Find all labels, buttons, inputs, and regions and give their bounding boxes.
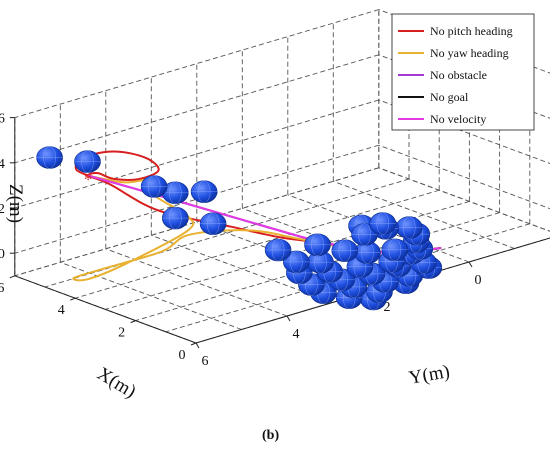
x-tick-label: 0 (179, 348, 186, 363)
y-tick-label: 4 (293, 327, 300, 342)
y-tick-label: 6 (202, 354, 209, 369)
obstacle-sphere (140, 175, 168, 198)
x-tick (190, 342, 197, 346)
y-tick (195, 342, 200, 349)
axes-grid (14, 9, 550, 344)
y-tick (468, 261, 473, 268)
obstacle-sphere (282, 250, 310, 274)
obstacle-sphere (162, 206, 189, 230)
legend-label: No velocity (430, 112, 486, 126)
z-tick-label: 6 (0, 112, 5, 127)
obstacle-sphere (351, 223, 378, 246)
x-tick (9, 275, 15, 279)
grid-line (14, 167, 379, 277)
obstacle-sphere (190, 180, 218, 203)
z-tick-label: 2 (0, 202, 5, 217)
start-marker: * (84, 170, 93, 189)
obstacle-sphere (304, 233, 331, 257)
legend-label: No obstacle (430, 68, 487, 82)
obstacle-sphere (199, 212, 227, 235)
grid-line (333, 180, 515, 249)
obstacle-sphere (162, 181, 189, 205)
z-tick-label: 4 (0, 157, 5, 172)
obstacle-sphere (36, 146, 63, 169)
legend: No pitch heading No yaw heading No obstacl… (391, 13, 535, 131)
grid-line (75, 189, 440, 299)
y-tick (286, 315, 291, 322)
legend-label: No goal (430, 90, 469, 104)
grid-line (14, 54, 379, 164)
obstacle-spheres (36, 146, 443, 311)
obstacle-sphere (369, 212, 397, 235)
obstacle-sphere (395, 216, 423, 239)
grid-line (14, 144, 379, 254)
obstacle-sphere (331, 239, 359, 262)
y-tick-label: 2 (384, 300, 391, 315)
obstacle-sphere (381, 238, 409, 262)
legend-label: No pitch heading (430, 24, 513, 38)
grid-line (378, 144, 550, 210)
x-tick-label: 6 (0, 281, 4, 296)
z-axis-label: Z(m) (5, 184, 26, 223)
x-tick-label: 2 (118, 326, 125, 341)
grid-line (135, 212, 500, 322)
axis-edge (14, 275, 197, 344)
grid-line (14, 9, 379, 119)
grid-line (105, 248, 288, 317)
grid-line (105, 200, 470, 310)
x-tick-label: 4 (58, 303, 65, 318)
x-tick (70, 297, 76, 301)
grid-line (14, 99, 379, 209)
legend-box (391, 13, 535, 131)
legend-label: No yaw heading (430, 46, 509, 60)
grid-line (378, 167, 550, 232)
obstacle-sphere (74, 150, 101, 173)
grid-line (165, 223, 530, 333)
obstacle-sphere (264, 238, 292, 262)
y-tick-label: 0 (475, 273, 482, 288)
x-axis-label: X(m) (93, 363, 139, 402)
z-tick-label: 0 (0, 247, 5, 262)
x-tick (130, 320, 136, 324)
figure-caption: (b) (262, 428, 279, 443)
y-axis-label: Y(m) (407, 361, 451, 389)
